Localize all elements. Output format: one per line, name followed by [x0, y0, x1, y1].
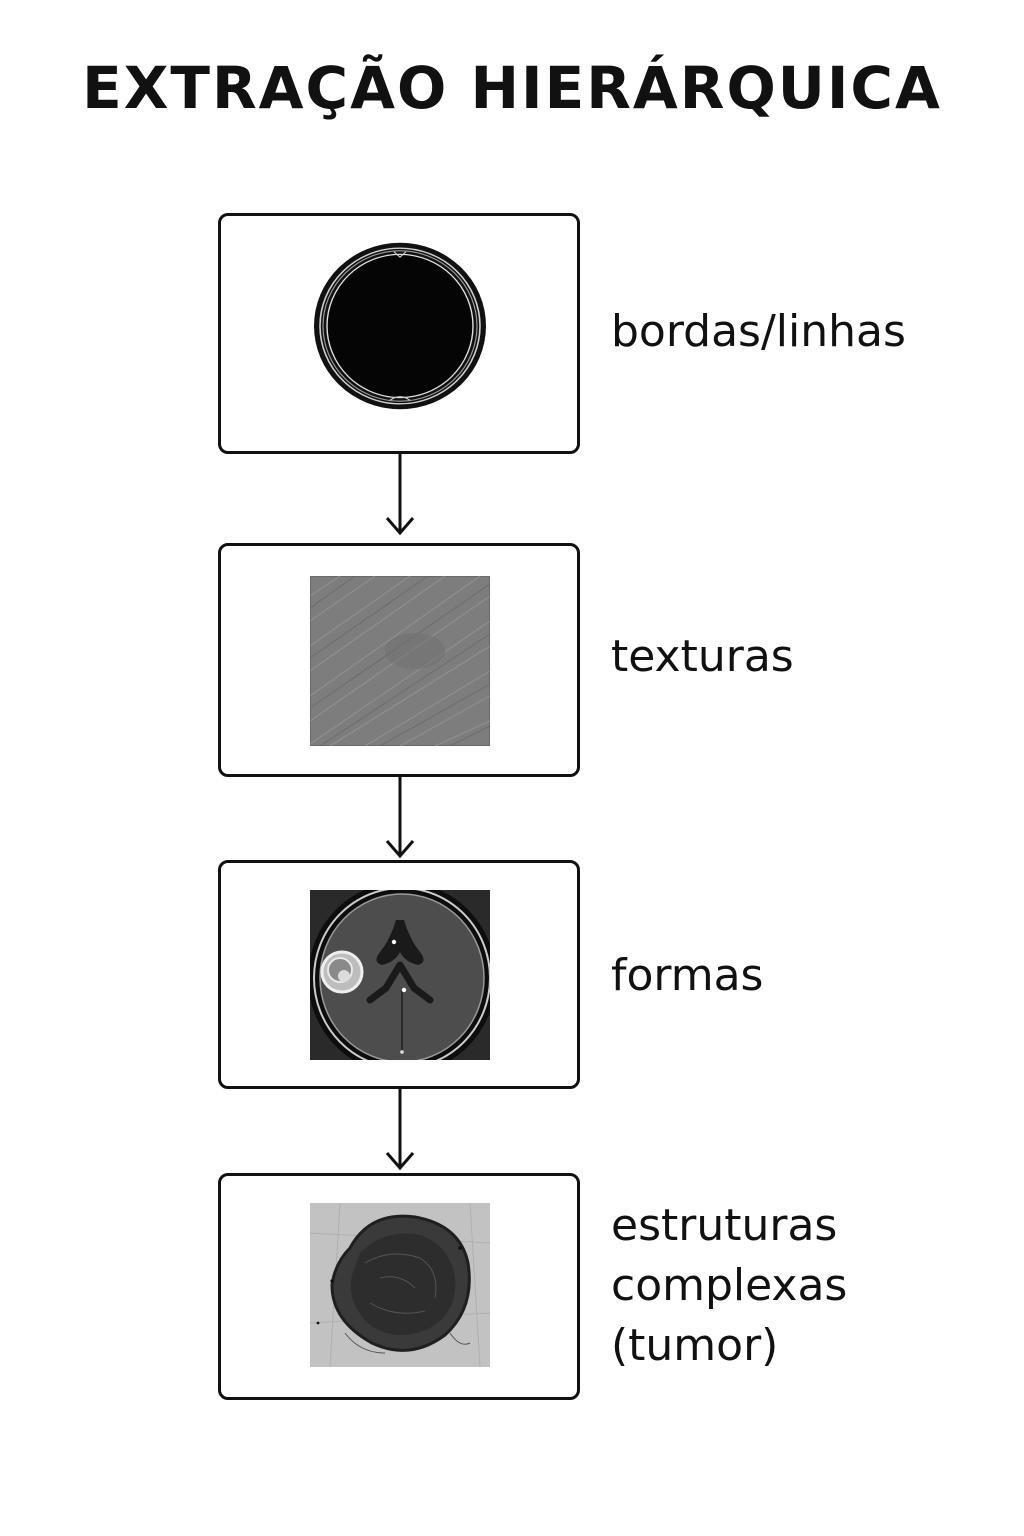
diagram-title: EXTRAÇÃO HIERÁRQUICA [82, 54, 942, 122]
arrow-down-icon [384, 1089, 416, 1171]
texture-patch-icon [310, 576, 490, 746]
stage-box-textures [218, 543, 580, 777]
stage-box-edges [218, 213, 580, 454]
stage-label-complex-structures: estruturas complexas (tumor) [611, 1200, 848, 1371]
arrow-down-icon [384, 777, 416, 859]
skull-outline-icon [310, 241, 490, 411]
stage-box-shapes [218, 860, 580, 1089]
stage-label-shapes: formas [611, 950, 764, 1001]
stage-label-textures: texturas [611, 631, 794, 682]
arrow-down-icon [384, 454, 416, 536]
stage-label-edges: bordas/linhas [611, 306, 906, 357]
tumor-mass-icon [310, 1203, 490, 1367]
brain-scan-icon [310, 890, 490, 1060]
stage-box-complex-structures [218, 1173, 580, 1400]
